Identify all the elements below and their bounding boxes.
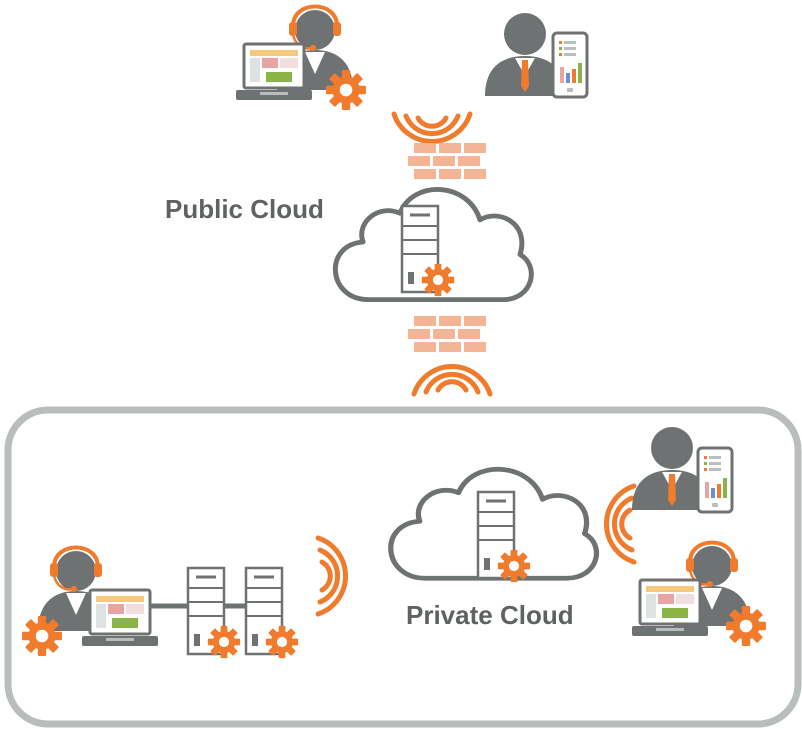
wireless-signal-icon — [394, 114, 470, 142]
laptop-icon — [234, 42, 314, 102]
gear-icon — [497, 549, 531, 583]
firewall-top-icon — [408, 143, 486, 179]
public-cloud-label: Public Cloud — [165, 194, 324, 224]
gear-icon — [421, 263, 455, 297]
gear-icon — [726, 606, 766, 646]
wireless-signal-icon — [414, 366, 490, 394]
smartphone-icon — [551, 31, 589, 99]
private-network-boundary — [4, 406, 802, 728]
laptop-icon — [80, 588, 160, 648]
laptop-icon — [630, 578, 710, 638]
wireless-signal-icon — [606, 486, 634, 562]
gear-icon — [265, 625, 299, 659]
gear-icon — [22, 616, 62, 656]
gear-icon — [326, 70, 366, 110]
wireless-signal-icon — [318, 538, 346, 614]
private-cloud-label: Private Cloud — [406, 600, 574, 630]
smartphone-icon — [696, 446, 734, 514]
firewall-bottom-icon — [408, 316, 486, 352]
gear-icon — [207, 625, 241, 659]
